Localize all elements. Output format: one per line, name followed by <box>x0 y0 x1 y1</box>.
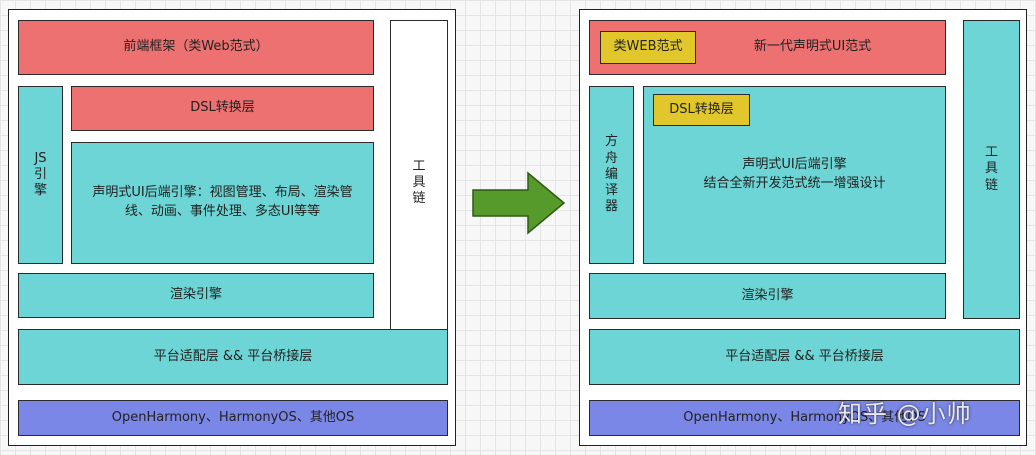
left-frontend-framework-label: 前端框架（类Web范式） <box>123 39 269 55</box>
left-js-engine-char: 擎 <box>33 183 47 199</box>
left-backend-engine-box: 声明式UI后端引擎：视图管理、布局、渲染管线、动画、事件处理、多态UI等等 <box>71 142 374 264</box>
left-backend-engine-label: 声明式UI后端引擎：视图管理、布局、渲染管线、动画、事件处理、多态UI等等 <box>92 185 353 219</box>
left-toolchain-box: 工 具 链 <box>390 20 448 346</box>
right-platform-layer-box: 平台适配层 && 平台桥接层 <box>589 329 1020 385</box>
right-compiler-char: 舟 <box>604 150 618 166</box>
right-web-paradigm-box: 类WEB范式 <box>600 31 696 64</box>
left-os-layer-box: OpenHarmony、HarmonyOS、其他OS <box>18 400 448 436</box>
arrow-shape <box>472 171 566 235</box>
left-architecture-panel: 前端框架（类Web范式） 工 具 链 JS 引 擎 DSL转换层 声明式UI后端… <box>8 9 456 446</box>
right-toolchain-char: 具 <box>984 161 998 177</box>
right-platform-layer-label: 平台适配层 && 平台桥接层 <box>725 348 884 364</box>
right-compiler-char: 器 <box>604 199 618 215</box>
left-frontend-framework-box: 前端框架（类Web范式） <box>18 20 374 75</box>
right-toolchain-char: 链 <box>984 177 998 193</box>
left-platform-layer-box: 平台适配层 && 平台桥接层 <box>18 329 448 385</box>
right-compiler-box: 方 舟 编 译 器 <box>589 86 634 264</box>
right-toolchain-box: 工 具 链 <box>963 20 1020 319</box>
right-new-ui-paradigm-label: 新一代声明式UI范式 <box>753 39 872 55</box>
left-js-engine-char: JS <box>34 150 47 166</box>
left-dsl-layer-label: DSL转换层 <box>190 100 255 116</box>
left-render-engine-label: 渲染引擎 <box>169 287 222 303</box>
left-dsl-layer-box: DSL转换层 <box>71 86 374 131</box>
watermark-text: 知乎 @小帅 <box>838 400 972 428</box>
right-backend-engine-line1: 声明式UI后端引擎 <box>742 157 847 173</box>
right-render-engine-label: 渲染引擎 <box>741 287 794 303</box>
right-compiler-char: 编 <box>604 166 618 182</box>
left-js-engine-char: 引 <box>33 166 47 182</box>
left-toolchain-char: 链 <box>412 191 426 207</box>
transition-arrow-icon <box>472 171 566 235</box>
right-os-layer-box: OpenHarmony、HarmonyOS、其他OS <box>589 400 1020 436</box>
right-dsl-layer-label: DSL转换层 <box>669 101 734 117</box>
right-web-paradigm-label: 类WEB范式 <box>613 39 683 55</box>
left-render-engine-box: 渲染引擎 <box>18 273 374 318</box>
left-toolchain-char: 具 <box>412 174 426 190</box>
left-platform-layer-label: 平台适配层 && 平台桥接层 <box>153 348 313 364</box>
left-js-engine-box: JS 引 擎 <box>18 86 63 264</box>
right-backend-engine-line2: 结合全新开发范式统一增强设计 <box>703 176 886 191</box>
left-toolchain-char: 工 <box>412 158 426 174</box>
right-architecture-panel: 新一代声明式UI范式 类WEB范式 工 具 链 方 舟 编 译 器 声明式UI后… <box>579 9 1027 446</box>
left-os-layer-label: OpenHarmony、HarmonyOS、其他OS <box>111 409 355 425</box>
right-toolchain-char: 工 <box>984 145 998 161</box>
right-render-engine-box: 渲染引擎 <box>589 273 946 319</box>
right-os-layer-label: OpenHarmony、HarmonyOS、其他OS <box>683 409 926 425</box>
right-compiler-char: 译 <box>604 183 618 199</box>
right-dsl-layer-box: DSL转换层 <box>653 94 750 126</box>
right-compiler-char: 方 <box>604 134 618 150</box>
